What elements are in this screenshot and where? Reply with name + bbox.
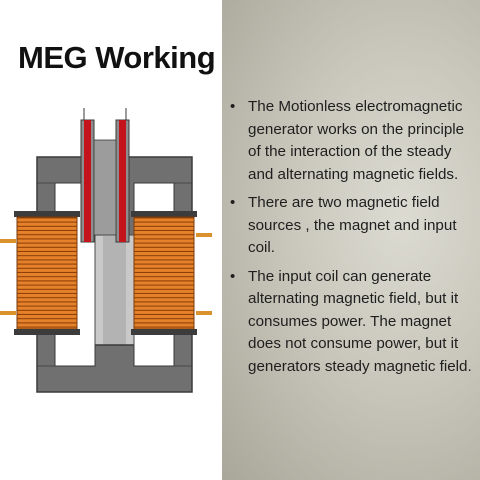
left-output-coil [0,211,80,335]
bullet-text: The input coil can generate alternating … [248,267,472,375]
right-output-coil [131,211,212,335]
bullet-item: • The input coil can generate alternatin… [230,266,476,379]
permanent-magnet [94,234,135,346]
bullet-item: • There are two magnetic field sources ,… [230,192,476,260]
bullet-item: • The Motionless electromagnetic generat… [230,96,476,186]
bullet-list: • The Motionless electromagnetic generat… [230,96,476,384]
bullet-text: There are two magnetic field sources , t… [248,194,457,256]
bullet-marker: • [230,98,236,115]
slide-right-panel [222,0,480,480]
meg-core-diagram [0,108,212,393]
slide-title: MEG Working [18,40,216,75]
bullet-marker: • [230,194,236,211]
input-coil [80,108,130,243]
bullet-marker: • [230,267,236,285]
bullet-text: The Motionless electromagnetic generator… [248,98,465,183]
